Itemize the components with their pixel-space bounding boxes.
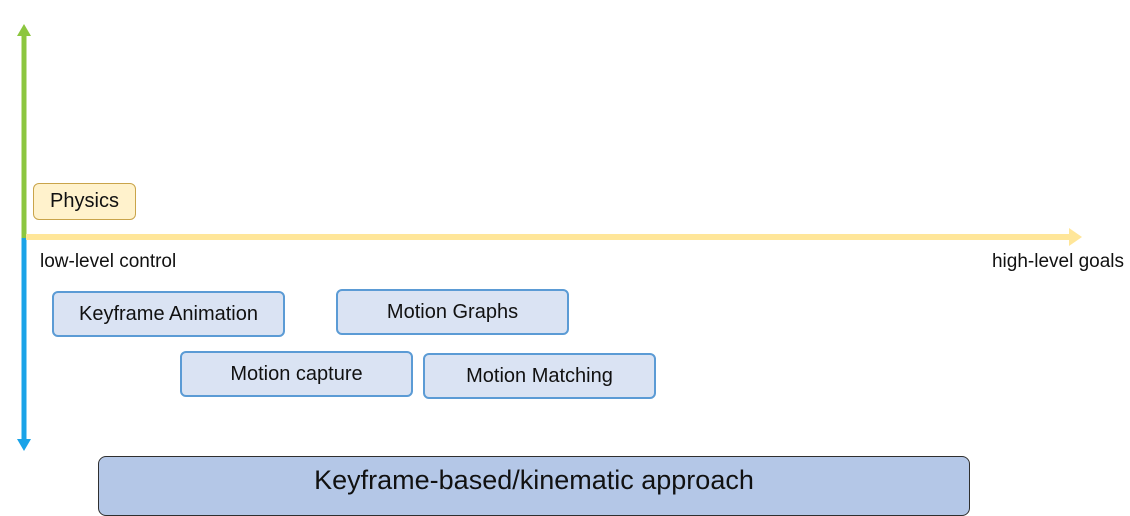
keyframe-animation-box: Keyframe Animation	[52, 291, 285, 337]
arrow-up-icon	[17, 24, 31, 36]
keyframe-animation-label: Keyframe Animation	[79, 302, 258, 325]
physics-label: Physics	[50, 190, 119, 212]
motion-graphs-box: Motion Graphs	[336, 289, 569, 335]
axis-right-label: high-level goals	[991, 251, 1124, 272]
arrow-right-icon	[1069, 228, 1082, 246]
motion-graphs-label: Motion Graphs	[386, 300, 519, 323]
motion-matching-label: Motion Matching	[466, 364, 613, 387]
arrow-down-icon	[17, 439, 31, 451]
motion-capture-box: Motion capture	[180, 351, 413, 397]
approach-banner-label: Keyframe-based/kinematic approach	[314, 465, 754, 495]
motion-capture-label: Motion capture	[230, 362, 363, 385]
approach-banner: Keyframe-based/kinematic approach	[98, 456, 970, 516]
axes	[17, 24, 1082, 451]
axis-left-label: low-level control	[40, 251, 177, 272]
motion-matching-box: Motion Matching	[423, 353, 656, 399]
physics-box: Physics	[33, 183, 136, 220]
